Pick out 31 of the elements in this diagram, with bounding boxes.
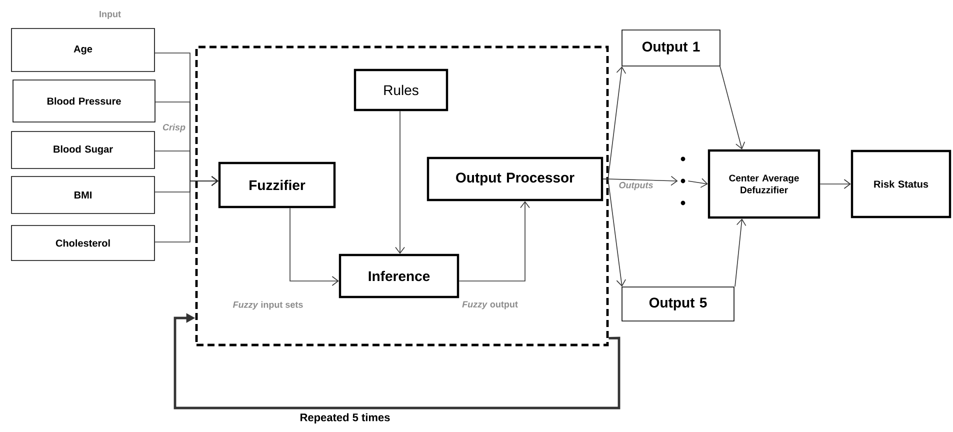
process-box: Age: [11, 28, 155, 72]
process-box: Rules: [354, 68, 448, 112]
process-box: Cholesterol: [11, 225, 155, 261]
arrow: [820, 179, 851, 189]
process-box: Output 5: [622, 286, 734, 322]
process-box: Output 1: [622, 30, 720, 66]
process-box: Risk Status: [850, 150, 952, 218]
arrow: [602, 178, 626, 287]
arrow: [720, 66, 746, 150]
process-box: Output Processor: [426, 156, 604, 202]
arrow: [734, 218, 746, 287]
ellipsis-dots: [680, 156, 686, 206]
feedback-arrow: [174, 313, 620, 410]
annotation: Crisp: [162, 124, 186, 132]
edge-label: Outputs: [619, 182, 653, 190]
arrow: [395, 110, 405, 254]
process-box: BMI: [11, 176, 155, 214]
arrow: [688, 178, 708, 188]
process-box: Inference: [338, 254, 460, 298]
process-box: Center Average Defuzzifier: [708, 149, 820, 219]
dashed-frame: [195, 46, 609, 346]
edge-label: Repeated 5 times: [300, 413, 390, 424]
arrow: [458, 201, 530, 282]
arrow: [290, 208, 339, 286]
edge-label: Fuzzy input sets: [232, 301, 303, 310]
edge-label: Fuzzy output: [462, 301, 518, 310]
arrow: [154, 176, 218, 242]
process-box: Blood Pressure: [12, 80, 156, 122]
process-box: Fuzzifier: [218, 162, 336, 208]
process-box: Blood Sugar: [11, 131, 155, 169]
annotation: Input: [100, 10, 121, 20]
